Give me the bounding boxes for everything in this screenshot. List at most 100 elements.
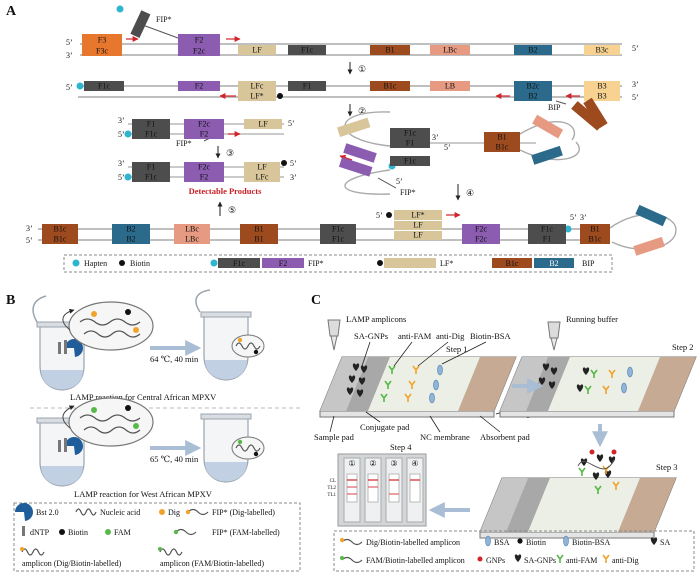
legend-fip-fam-label: FIP* (FAM-labelled)	[212, 528, 280, 537]
segment-f2c: F2c	[178, 45, 220, 56]
segment-box-lf	[244, 119, 282, 129]
segment-lb: LB	[430, 81, 470, 91]
leader-line	[361, 341, 371, 367]
segment-b1c: B1c	[484, 142, 520, 152]
segment-box-lbc	[174, 224, 210, 234]
legend-dig-amp-dot	[340, 538, 344, 542]
segment-label-b2: B2	[528, 92, 537, 101]
fam-dot-icon	[133, 423, 139, 429]
hapten-dot	[124, 130, 132, 138]
legend-sa-gnp-icon	[514, 554, 522, 562]
legend-fip-fam-icon	[175, 528, 197, 536]
segment-b1: B1	[240, 234, 278, 244]
anti-fam-icon	[388, 365, 396, 374]
segment-b1: B1	[484, 132, 520, 142]
step-2-label: ②	[358, 106, 366, 116]
legend-fip-label: FIP*	[308, 259, 324, 268]
segment-label-f1c: F1c	[332, 225, 344, 234]
legend-biotin-bsa-label: Biotin-BSA	[572, 538, 610, 547]
legend-biotin-dot	[517, 538, 523, 544]
segment-box-f2c	[178, 45, 220, 56]
anti-fam-icon	[384, 380, 392, 389]
legend-lf-label: LF*	[440, 259, 453, 268]
legend-amp-dig-icon	[21, 548, 45, 556]
segment-label-f1c: F1c	[332, 235, 344, 244]
loop-f2c	[343, 143, 377, 163]
segment-f2: F2	[184, 129, 224, 139]
bip-b1c-block	[571, 101, 604, 131]
segment-lf: LF	[244, 162, 280, 172]
legend-fam-amp-icon	[341, 556, 363, 564]
legend-lf-biotin	[377, 260, 383, 266]
fip-linker	[139, 23, 179, 39]
segment-box-lb	[430, 81, 470, 91]
biotin-dot-icon	[253, 349, 259, 355]
dig-dot-icon	[237, 337, 243, 343]
biotin-bsa-icon	[437, 364, 443, 376]
segment-label-b1c: B1c	[384, 82, 397, 91]
strand-end-5: 5’	[288, 119, 295, 128]
segment-label-f1c: F1c	[404, 129, 416, 138]
segment-label-f1c: F1c	[145, 130, 157, 139]
segment-label-f2c: F2c	[193, 47, 205, 56]
segment-label-b1: B1	[385, 46, 394, 55]
loop-lb	[633, 236, 665, 256]
tube-central-result	[200, 311, 252, 381]
biotin-bsa-icon	[621, 382, 627, 394]
segment-box-b1	[484, 132, 520, 142]
segment-label-b2: B2	[528, 46, 537, 55]
segment-b2c: B2c	[514, 81, 552, 91]
segment-lf: LF	[238, 45, 276, 55]
segment-box-b1c	[484, 142, 520, 152]
lateral-flow-strip-1-absorbent-pad	[458, 357, 516, 411]
segment-box-f2c	[184, 162, 224, 172]
line-label-cl: CL	[330, 479, 336, 484]
segment-label-lf: LF	[258, 120, 268, 129]
bip-linker	[555, 100, 567, 105]
lateral-flow-strip-3-absorbent-pad	[618, 478, 676, 532]
nucleic-acid-icon	[83, 330, 141, 338]
segment-label-lfstar: LF*	[411, 211, 424, 220]
segment-box-lbc	[174, 234, 210, 244]
bip-label: BIP	[548, 103, 561, 112]
biotin-bsa-label: Biotin-BSA	[470, 331, 511, 341]
segment-b3: B3	[584, 81, 620, 91]
segment-f1: F1	[528, 234, 566, 244]
legend-fip-f1c-label: F1c	[233, 259, 245, 268]
anti-fam-icon	[380, 393, 388, 402]
segment-lfstar: LF*	[238, 91, 276, 101]
legend-fip-hapten	[210, 259, 218, 267]
sa-gnp-icon	[348, 375, 356, 383]
segment-label-f1c: F1c	[541, 225, 553, 234]
anti-fam-icon	[594, 485, 602, 494]
segment-label-f1c: F1c	[145, 173, 157, 182]
loop-strand	[519, 141, 580, 161]
segment-box-f1	[390, 138, 430, 148]
loop-lf	[336, 117, 371, 138]
loop-bip-box	[583, 97, 608, 129]
legend-dig-label: Dig	[168, 508, 180, 517]
segment-label-b2c: B2c	[527, 82, 540, 91]
legend-bip-label: BIP	[582, 259, 595, 268]
loop-f2	[338, 157, 373, 177]
loop-lf-box	[336, 117, 371, 138]
legend-fip-dig-label: FIP* (Dig-labelled)	[212, 508, 275, 517]
strand-end-3: 3’	[118, 116, 125, 125]
segment-f1c: F1c	[84, 81, 124, 91]
strip-number-2: ②	[369, 459, 376, 468]
sa-gnp-icon	[346, 387, 354, 395]
segment-label-b1: B1	[497, 133, 506, 142]
strand-end-5: 5’	[632, 93, 639, 102]
segment-b3c: B3c	[584, 45, 620, 55]
anti-dig-icon	[408, 380, 416, 389]
legend-bsa-label: BSA	[494, 538, 510, 547]
tube-central-result-rim	[200, 311, 252, 318]
anti-dig-label: anti-Dig	[436, 331, 465, 341]
segment-f1c: F1c	[390, 156, 430, 166]
legend-sa-gnps-label: SA-GNPs	[524, 556, 556, 565]
strand-end-3: 3’	[290, 173, 297, 182]
step-4-label: Step 4	[390, 442, 412, 452]
leader-line	[329, 415, 335, 433]
segment-label-b2: B2	[126, 225, 135, 234]
panel-a: A 5’3’5’FIP*①5’3’5’BIP②3’5’5’FIP*③3’5’5’…	[6, 4, 677, 273]
